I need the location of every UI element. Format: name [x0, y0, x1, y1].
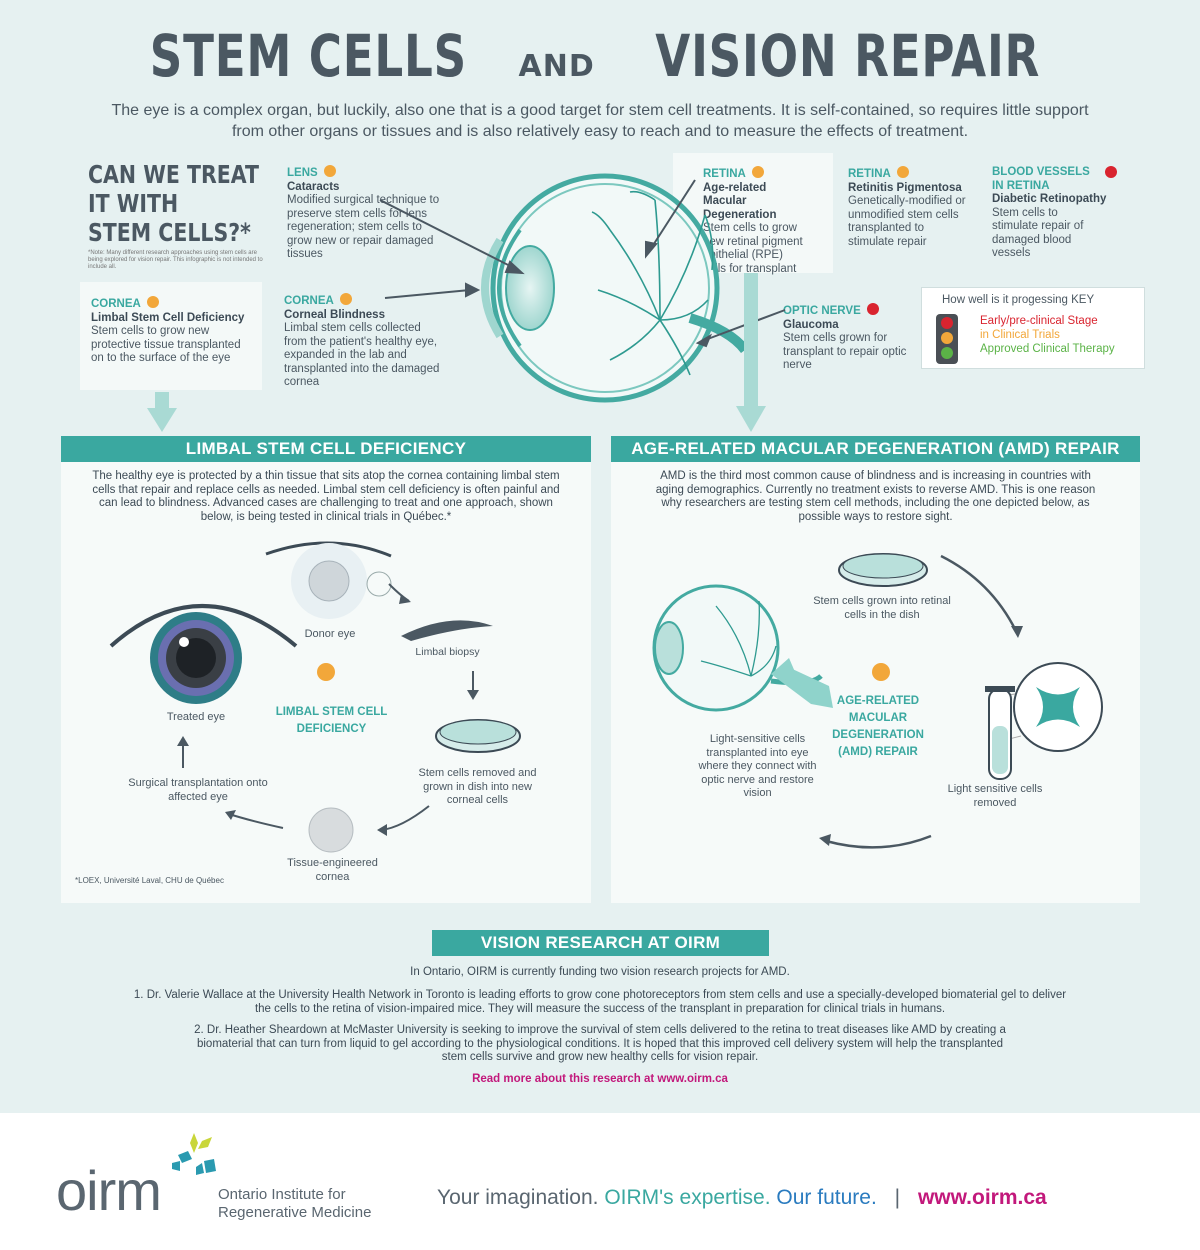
tagline-part2: OIRM's expertise. — [604, 1186, 771, 1209]
blood-label: BLOOD VESSELS IN RETINA — [992, 166, 1090, 192]
retina-amd-title: Age-related Macular Degeneration — [703, 181, 777, 221]
cornea-blindness-info: CORNEA Corneal Blindness Limbal stem cel… — [284, 293, 444, 390]
retina-rp-title: Retinitis Pigmentosa — [848, 181, 962, 194]
question-line3: STEM CELLS?* — [88, 218, 251, 247]
title-part2: VISION REPAIR — [655, 22, 1041, 90]
cornea-blind-title: Corneal Blindness — [284, 308, 385, 321]
lens-title: Cataracts — [287, 180, 340, 193]
dish-label: Stem cells removed and grown in dish int… — [418, 767, 537, 806]
cornea-blind-text: Limbal stem cells collected from the pat… — [284, 322, 440, 388]
lscd-footnote: *LOEX, Université Laval, CHU de Québec — [75, 876, 224, 885]
question-line1: CAN WE TREAT — [88, 160, 259, 189]
progress-key: How well is it progessing KEY Early/pre-… — [921, 287, 1145, 369]
amd-center-label: AGE-RELATED MACULAR DEGENERATION (AMD) R… — [818, 693, 938, 761]
optic-nerve-info: OPTIC NERVE Glaucoma Stem cells grown fo… — [783, 303, 908, 373]
limbal-biopsy-label: Limbal biopsy — [415, 646, 480, 658]
tissue-label: Tissue-engineered cornea — [287, 857, 378, 883]
cornea-lscd-label: CORNEA — [91, 298, 141, 310]
retina-rp-text: Genetically-modified or unmodified stem … — [848, 195, 966, 248]
intro-text: The eye is a complex organ, but luckily,… — [111, 102, 1089, 140]
footer-url-link[interactable]: www.oirm.ca — [917, 1186, 1047, 1209]
lens-info: LENS Cataracts Modified surgical techniq… — [287, 165, 447, 262]
orange-status-dot — [896, 166, 909, 178]
orange-status-dot — [339, 293, 352, 305]
eye-anatomy-illustration — [147, 173, 786, 432]
tagline-part3: Our future. — [776, 1186, 877, 1209]
optic-text: Stem cells grown for transplant to repai… — [783, 332, 907, 371]
title-and: AND — [518, 49, 595, 84]
title-part1: STEM CELLS — [149, 22, 468, 90]
cornea-lscd-text: Stem cells to grow new protective tissue… — [91, 325, 241, 364]
lens-text: Modified surgical technique to preserve … — [287, 194, 440, 260]
cornea-blind-label: CORNEA — [284, 295, 334, 307]
retina-rp-label: RETINA — [848, 168, 891, 180]
orange-status-dot — [751, 166, 764, 178]
retina-amd-label: RETINA — [703, 168, 746, 180]
amd-center-line4: (AMD) REPAIR — [838, 746, 918, 758]
orange-status-dot — [323, 165, 336, 177]
key-green-label: Approved Clinical Therapy — [980, 343, 1115, 355]
oirm-logo-text: oirm — [56, 1159, 162, 1222]
blood-vessels-info: BLOOD VESSELS IN RETINA Diabetic Retinop… — [992, 166, 1117, 261]
amd-removed-label: Light sensitive cells removed — [947, 783, 1043, 809]
optic-label: OPTIC NERVE — [783, 305, 861, 317]
research-link[interactable]: Read more about this research at www.oir… — [472, 1073, 728, 1085]
research-item1: 1. Dr. Valerie Wallace at the University… — [133, 989, 1067, 1015]
blood-text: Stem cells to stimulate repair of damage… — [992, 206, 1084, 260]
question-note: *Note: Many different research approache… — [88, 250, 263, 270]
tagline-part1: Your imagination. — [437, 1186, 599, 1209]
key-title: How well is it progessing KEY — [942, 294, 1095, 306]
org-name: Ontario Institute for Regenerative Medic… — [218, 1186, 371, 1222]
question-heading: CAN WE TREAT IT WITH STEM CELLS?* — [88, 160, 260, 247]
cornea-lscd-title: Limbal Stem Cell Deficiency — [91, 311, 245, 324]
surgical-label: Surgical transplantation onto affected e… — [128, 777, 268, 803]
oirm-logo-icon — [172, 1133, 216, 1175]
retina-amd-card: RETINA Age-related Macular Degeneration … — [673, 153, 833, 275]
footer: oirm Ontario Institute for Regenerative … — [0, 1113, 1200, 1250]
optic-title: Glaucoma — [783, 318, 839, 331]
amd-heading: AGE-RELATED MACULAR DEGENERATION (AMD) R… — [611, 436, 1140, 462]
research-item2: 2. Dr. Heather Sheardown at McMaster Uni… — [194, 1024, 1006, 1063]
lscd-center-label: LIMBAL STEM CELL DEFICIENCY — [265, 704, 398, 738]
tagline-separator: | — [894, 1186, 901, 1209]
cornea-lscd-card: CORNEA Limbal Stem Cell Deficiency Stem … — [80, 282, 262, 390]
research-heading: VISION RESEARCH AT OIRM — [432, 930, 769, 956]
retina-amd-text: Stem cells to grow new retinal pigment e… — [703, 222, 803, 275]
traffic-light-icon — [936, 314, 958, 364]
org-line1: Ontario Institute for — [218, 1186, 346, 1203]
red-status-dot — [1105, 166, 1117, 178]
lscd-cycle-illustration — [109, 541, 521, 853]
amd-text: AMD is the third most common cause of bl… — [655, 470, 1096, 523]
tagline: Your imagination. OIRM's expertise. Our … — [437, 1185, 1047, 1211]
lscd-text: The healthy eye is protected by a thin t… — [92, 470, 560, 523]
donor-eye-label: Donor eye — [304, 628, 356, 640]
question-line2: IT WITH — [88, 189, 179, 218]
amd-center-line3: DEGENERATION — [832, 729, 924, 741]
lens-label: LENS — [287, 167, 318, 179]
orange-status-dot — [146, 296, 159, 308]
lscd-center-line2: DEFICIENCY — [296, 723, 367, 735]
amd-grown-label: Stem cells grown into retinal cells in t… — [813, 595, 951, 621]
page-title: STEM CELLS AND VISION REPAIR — [0, 22, 1200, 90]
key-red-label: Early/pre-clinical Stage — [980, 315, 1098, 327]
treated-eye-label: Treated eye — [166, 711, 226, 723]
research-intro: In Ontario, OIRM is currently funding tw… — [410, 966, 790, 978]
lscd-heading: LIMBAL STEM CELL DEFICIENCY — [61, 436, 591, 462]
amd-cycle-illustration — [652, 553, 1103, 849]
lscd-center-line1: LIMBAL STEM CELL — [275, 706, 388, 718]
red-status-dot — [866, 303, 879, 315]
org-line2: Regenerative Medicine — [218, 1204, 372, 1221]
amd-center-line1: AGE-RELATED — [836, 695, 920, 707]
blood-title: Diabetic Retinopathy — [992, 193, 1107, 205]
amd-light-label: Light-sensitive cells transplanted into … — [698, 733, 817, 799]
amd-center-line2: MACULAR — [848, 712, 908, 724]
key-orange-label: in Clinical Trials — [980, 329, 1060, 341]
retina-rp-info: RETINA Retinitis Pigmentosa Genetically-… — [848, 166, 973, 249]
